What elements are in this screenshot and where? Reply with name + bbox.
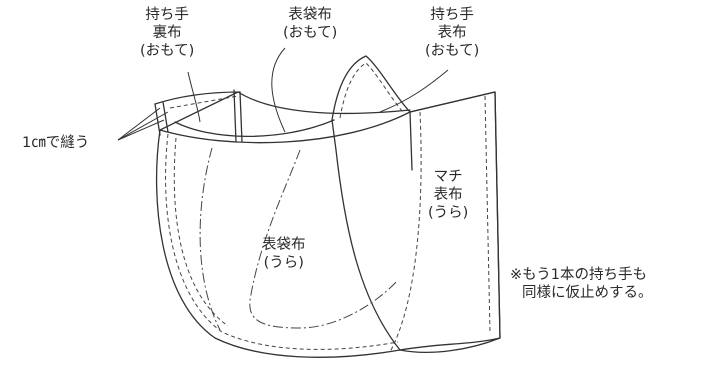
label-outer-bag-front: 表袋布 (おもて) bbox=[283, 7, 338, 41]
body-seam-dashed bbox=[165, 133, 399, 350]
label-seam-1cm: 1㎝で縫う bbox=[22, 135, 90, 151]
bag-center-dashdot bbox=[249, 149, 399, 329]
handle-outer-strap bbox=[331, 55, 413, 171]
handle-lining-top bbox=[154, 91, 241, 105]
handle-dashdot bbox=[199, 147, 221, 331]
leader-seam-2 bbox=[117, 111, 169, 141]
label-outer-bag-back: 表袋布 (うら) bbox=[262, 237, 306, 271]
gusset-seam-2 bbox=[484, 95, 491, 333]
handle-outer-down bbox=[331, 119, 401, 351]
label-gusset-outer: マチ 表布 (うら) bbox=[428, 169, 469, 221]
bag-front-rim bbox=[169, 95, 239, 109]
bag-front-opening bbox=[159, 91, 411, 131]
label-handle-outer: 持ち手 表布 (おもて) bbox=[425, 7, 480, 59]
bag-front-opening-inner bbox=[174, 119, 335, 137]
leader-seam-1 bbox=[117, 107, 161, 141]
note-other-handle: ※もう1本の持ち手も 同様に仮止めする。 bbox=[510, 267, 653, 301]
leader-handle-outer bbox=[379, 69, 449, 113]
handle-lining-strap bbox=[154, 89, 243, 143]
body-seam-dashed-2 bbox=[173, 137, 229, 327]
gusset-seam bbox=[389, 111, 422, 353]
gusset-outline bbox=[399, 91, 501, 354]
bag-body-outline bbox=[155, 91, 501, 358]
leader-outer-front bbox=[271, 47, 286, 133]
label-handle-lining: 持ち手 裏布 (おもて) bbox=[140, 7, 195, 59]
leader-seam-3 bbox=[117, 119, 165, 141]
leader-handle-lining bbox=[187, 71, 201, 123]
